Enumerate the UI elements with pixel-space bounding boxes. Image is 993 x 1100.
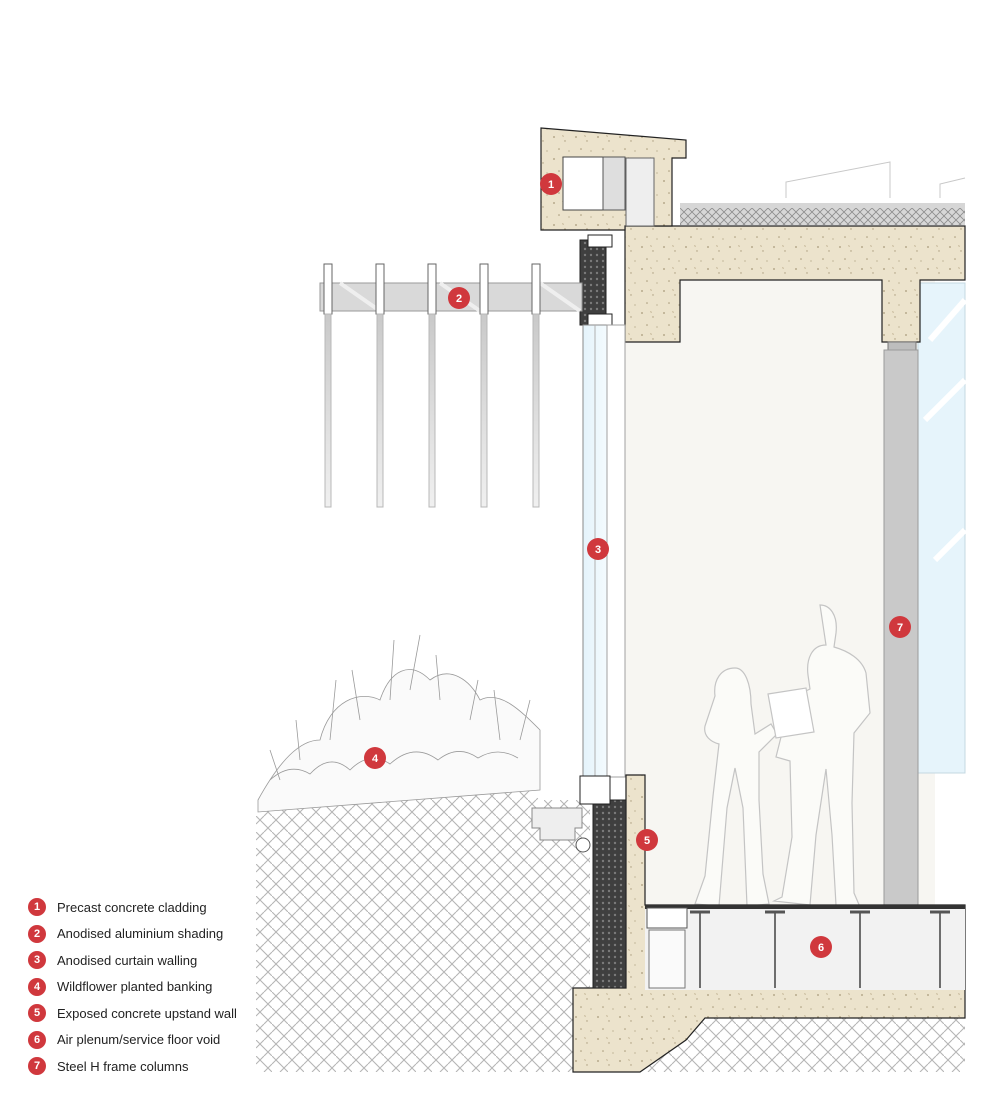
- svg-text:5: 5: [644, 835, 650, 847]
- legend-item-4: 4 Wildflower planted banking: [28, 974, 237, 1001]
- head-transom: [587, 234, 613, 248]
- legend-item-6: 6 Air plenum/service floor void: [28, 1027, 237, 1054]
- svg-text:2: 2: [456, 293, 462, 305]
- svg-text:4: 4: [372, 753, 379, 765]
- curtain-wall-frame: [606, 324, 626, 778]
- glazing-reflection: [922, 298, 968, 563]
- raised-floor: [645, 905, 965, 990]
- column-cap: [887, 341, 917, 351]
- svg-text:7: 7: [897, 622, 903, 634]
- head-bracket: [587, 313, 613, 327]
- head-insulation: [579, 239, 607, 326]
- legend-label-4: Wildflower planted banking: [57, 979, 213, 995]
- legend-item-1: 1 Precast concrete cladding: [28, 894, 237, 921]
- marker-3: 3: [587, 538, 609, 560]
- legend-label-2: Anodised aluminium shading: [57, 926, 224, 942]
- roof-buildup: [680, 161, 966, 225]
- shading-fins: [323, 263, 541, 508]
- legend-label-5: Exposed concrete upstand wall: [57, 1005, 237, 1021]
- marker-2: 2: [448, 287, 470, 309]
- legend-number-5: 5: [28, 1004, 46, 1023]
- legend-number-4: 4: [28, 977, 46, 996]
- legend-number-3: 3: [28, 951, 46, 970]
- marker-5: 5: [636, 829, 658, 851]
- parapet-timber: [625, 157, 655, 227]
- legend-label-1: Precast concrete cladding: [57, 899, 207, 915]
- svg-text:6: 6: [818, 942, 824, 954]
- drain-pipe: [575, 837, 591, 853]
- legend-item-3: 3 Anodised curtain walling: [28, 947, 237, 974]
- legend: 1 Precast concrete cladding 2 Anodised a…: [28, 894, 237, 1080]
- svg-text:1: 1: [548, 179, 554, 191]
- wildflower-banking: [257, 634, 541, 813]
- marker-6: 6: [810, 936, 832, 958]
- cladding-void: [562, 156, 604, 211]
- marker-4: 4: [364, 747, 386, 769]
- internal-glazing: [917, 282, 966, 774]
- legend-number-2: 2: [28, 924, 46, 943]
- legend-item-2: 2 Anodised aluminium shading: [28, 921, 237, 948]
- wall-insulation: [592, 799, 627, 989]
- ground-section: [256, 790, 965, 1072]
- legend-item-7: 7 Steel H frame columns: [28, 1053, 237, 1080]
- sill-frame: [579, 775, 611, 805]
- svg-text:3: 3: [595, 544, 601, 556]
- interior-wall: [625, 280, 935, 905]
- cladding-insulation: [602, 156, 626, 211]
- human-figures: [694, 604, 871, 908]
- marker-7: 7: [889, 616, 911, 638]
- legend-number-7: 7: [28, 1057, 46, 1076]
- legend-label-6: Air plenum/service floor void: [57, 1032, 221, 1048]
- legend-number-6: 6: [28, 1030, 46, 1049]
- legend-label-3: Anodised curtain walling: [57, 952, 198, 968]
- legend-number-1: 1: [28, 898, 46, 917]
- steel-h-column: [883, 349, 919, 986]
- roof-slab: [624, 225, 966, 343]
- legend-label-7: Steel H frame columns: [57, 1058, 189, 1074]
- marker-1: 1: [540, 173, 562, 195]
- legend-item-5: 5 Exposed concrete upstand wall: [28, 1000, 237, 1027]
- drainage-channel: [531, 807, 583, 841]
